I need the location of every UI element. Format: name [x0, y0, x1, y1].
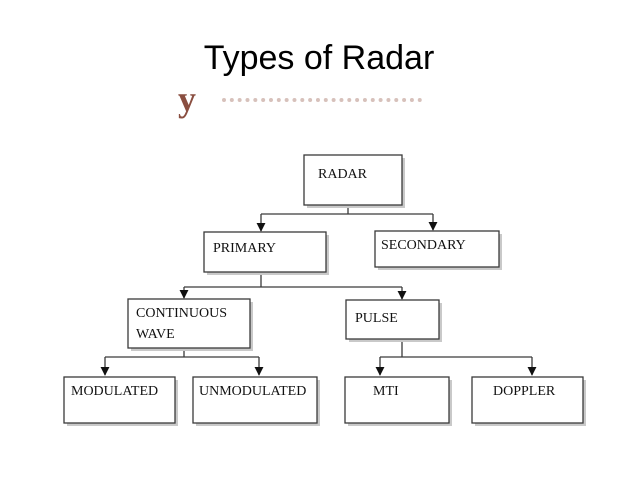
node-doppler-label: DOPPLER: [493, 384, 556, 399]
node-primary-label: PRIMARY: [213, 241, 276, 256]
node-continuous-wave-label-line2: WAVE: [136, 327, 175, 342]
node-pulse: PULSE: [345, 299, 442, 342]
node-continuous-wave-label-line1: CONTINUOUS: [136, 306, 227, 321]
node-radar-label: RADAR: [318, 167, 368, 182]
node-primary: PRIMARY: [203, 231, 329, 275]
slide-title: Types of Radar: [203, 39, 435, 77]
node-pulse-label: PULSE: [355, 311, 398, 326]
node-secondary-label: SECONDARY: [381, 238, 466, 253]
node-continuous-wave: CONTINUOUS WAVE: [127, 298, 253, 351]
node-radar: RADAR: [303, 154, 405, 208]
node-mti: MTI: [344, 376, 452, 426]
node-modulated-label: MODULATED: [71, 384, 158, 399]
node-modulated: MODULATED: [63, 376, 178, 426]
faded-title-fragment: y: [160, 92, 430, 124]
node-mti-label: MTI: [373, 384, 399, 399]
node-secondary: SECONDARY: [374, 230, 502, 270]
node-doppler: DOPPLER: [471, 376, 586, 426]
node-unmodulated: UNMODULATED: [192, 376, 320, 426]
node-unmodulated-label: UNMODULATED: [199, 384, 306, 399]
